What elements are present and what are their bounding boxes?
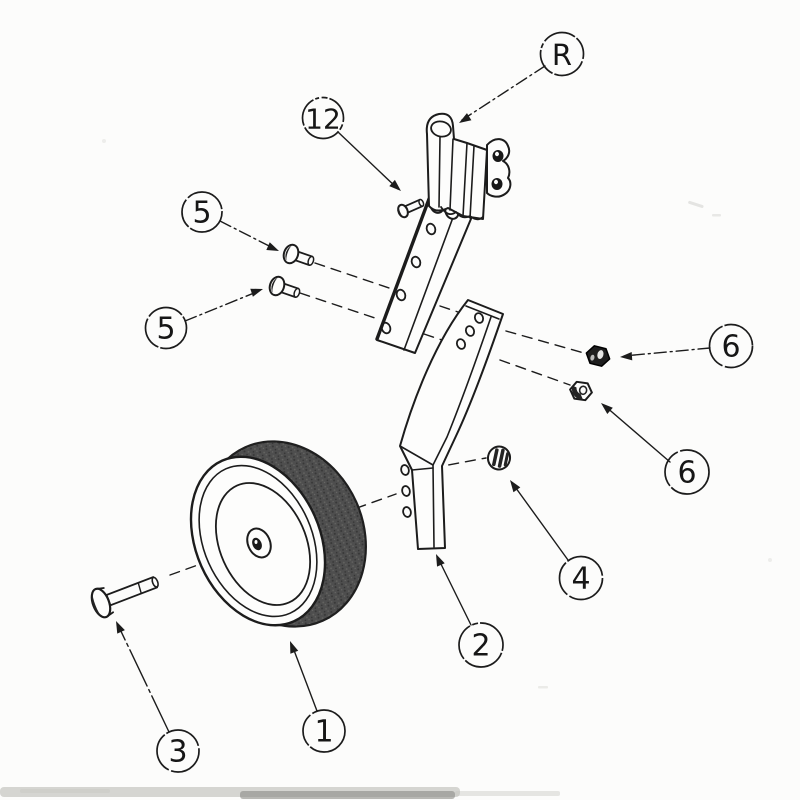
leader-2 [436,554,472,626]
lock-nut-lower [569,380,593,402]
callout-1: 1 [302,709,346,753]
callout-5-upper: 5 [181,191,223,233]
leader-12 [337,131,401,191]
hinge-hole [491,178,503,190]
callouts: R 12 5 5 6 6 4 2 [144,31,754,773]
axis-upper-bolt [314,262,399,292]
leader-4 [510,480,569,561]
channel-opening [430,120,452,138]
gauge-wheel [189,440,367,628]
adjustment-bolt [486,445,512,471]
leader-R [459,65,546,123]
lock-nut-upper [585,345,611,367]
hub-bore [252,537,262,551]
scan-artifact-bottom [0,787,560,799]
callout-2-label: 2 [471,629,490,664]
callout-1-label: 1 [314,715,333,750]
callout-6-lower: 6 [664,449,710,495]
callout-12: 12 [301,96,345,140]
wheel-dish [214,482,312,606]
mounting-bracket [425,112,512,221]
callout-4-label: 4 [571,562,590,597]
leader-6-upper [620,347,711,361]
callout-5-lower-label: 5 [156,312,175,347]
leader-3 [116,621,170,733]
leader-5-upper [219,220,279,251]
leader-lines [116,65,711,733]
axis-lower-bolt [299,292,379,320]
leader-1 [290,641,318,712]
callout-3: 3 [156,729,200,773]
callout-R: R [539,31,585,77]
callout-6-upper: 6 [708,323,754,369]
leader-6-lower [601,403,671,463]
callout-4: 4 [558,555,604,601]
callout-5-lower: 5 [144,306,188,350]
axle-bolt [90,576,159,619]
paper-specks [102,139,772,689]
pivot-pin [397,198,425,219]
callout-6-lower-label: 6 [677,456,696,491]
callout-3-label: 3 [168,735,187,770]
callout-5-upper-label: 5 [192,196,211,231]
callout-6-upper-label: 6 [721,330,740,365]
callout-12-label: 12 [305,103,341,136]
carriage-bolt-lower [268,275,301,298]
rim-ring [198,464,318,618]
leader-5-lower [184,288,263,322]
carriage-bolt-upper [282,243,315,266]
callout-R-label: R [552,38,572,72]
wheel-arm [399,299,504,550]
hinge-hole [492,150,504,162]
callout-2: 2 [458,622,504,668]
